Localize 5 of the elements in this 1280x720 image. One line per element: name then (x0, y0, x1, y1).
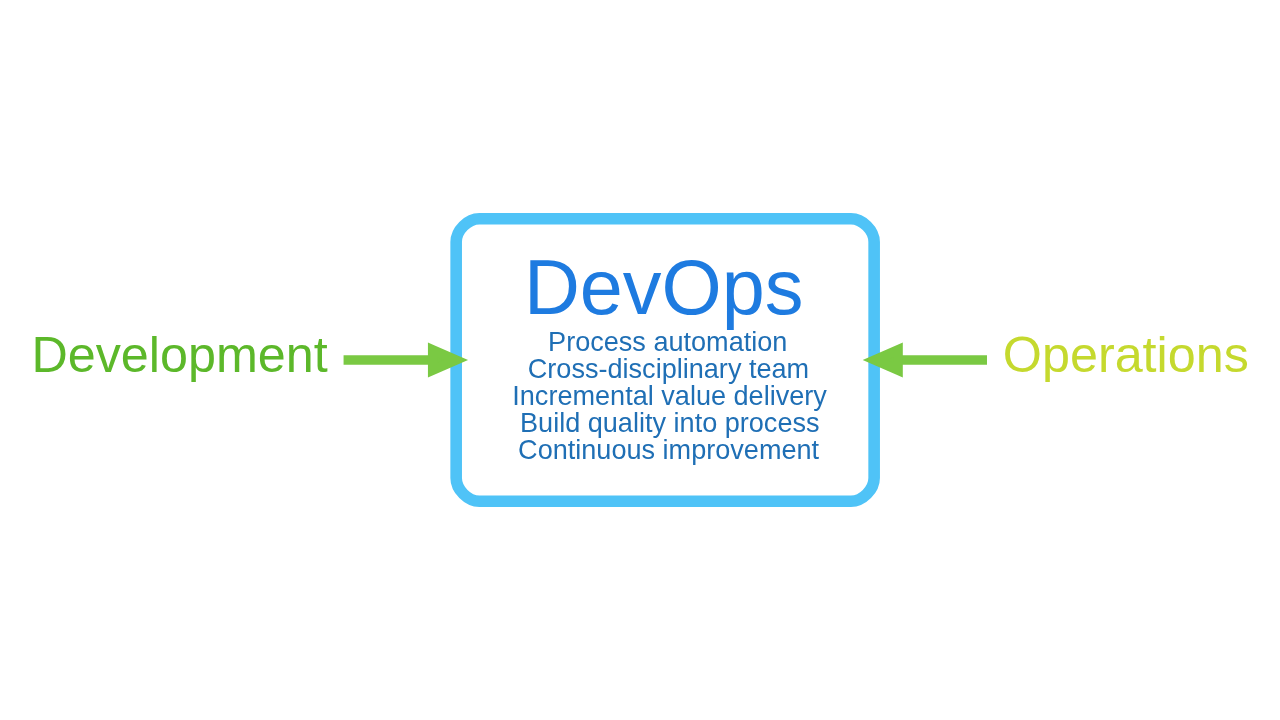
node-box: DevOps Process automation Cross-disciplinary team Incremental value delivery Build quality into process Continuous improvement (450, 212, 880, 508)
arrow (343, 342, 469, 378)
node-text: Development (31, 326, 328, 384)
arrow (862, 342, 987, 378)
node-text: Operations (1002, 326, 1249, 384)
